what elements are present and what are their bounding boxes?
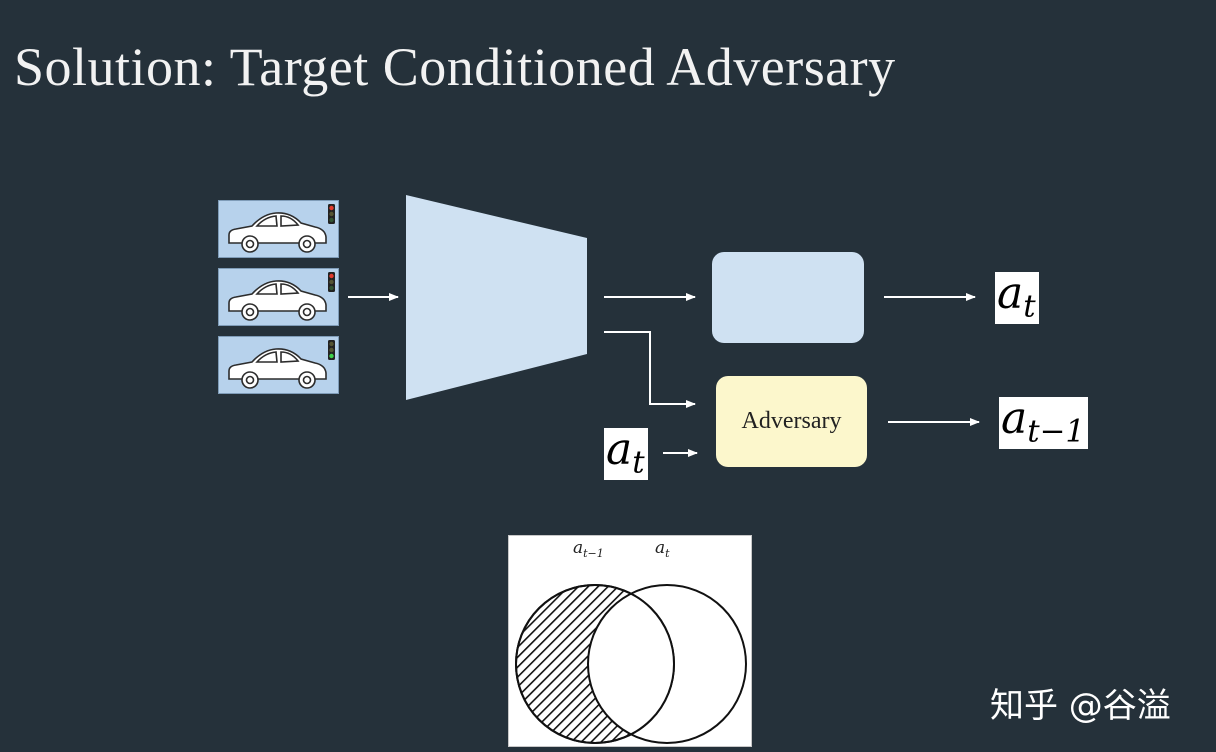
input-frame-1: [218, 200, 339, 258]
watermark: 知乎 @谷溢: [990, 686, 1171, 726]
policy-output-label: at: [995, 272, 1039, 325]
adversary-block: Adversary: [716, 376, 867, 467]
venn-overlap-region: [588, 585, 674, 743]
input-frame-3: [218, 336, 339, 394]
policy-head-block: [712, 252, 864, 343]
input-frame-2: [218, 268, 339, 326]
traffic-light-icon: [328, 204, 335, 224]
slide-title: Solution: Target Conditioned Adversary: [14, 37, 896, 97]
car-icon: [228, 280, 327, 321]
adversary-input-label: at: [604, 428, 648, 481]
traffic-light-icon: [328, 272, 335, 292]
venn-right-label: at: [655, 538, 670, 560]
venn-diagram: at−1 at: [508, 535, 752, 747]
car-icon: [228, 212, 327, 253]
adversary-output-label: at−1: [999, 397, 1089, 450]
traffic-light-icon: [328, 340, 335, 360]
arrow-encoder-to-adversary: [604, 331, 696, 408]
venn-right-circle: [587, 584, 747, 744]
car-icon: [228, 348, 327, 389]
venn-left-outline: [515, 584, 675, 744]
adversary-label: Adversary: [741, 408, 842, 434]
venn-left-label: at−1: [573, 538, 604, 560]
